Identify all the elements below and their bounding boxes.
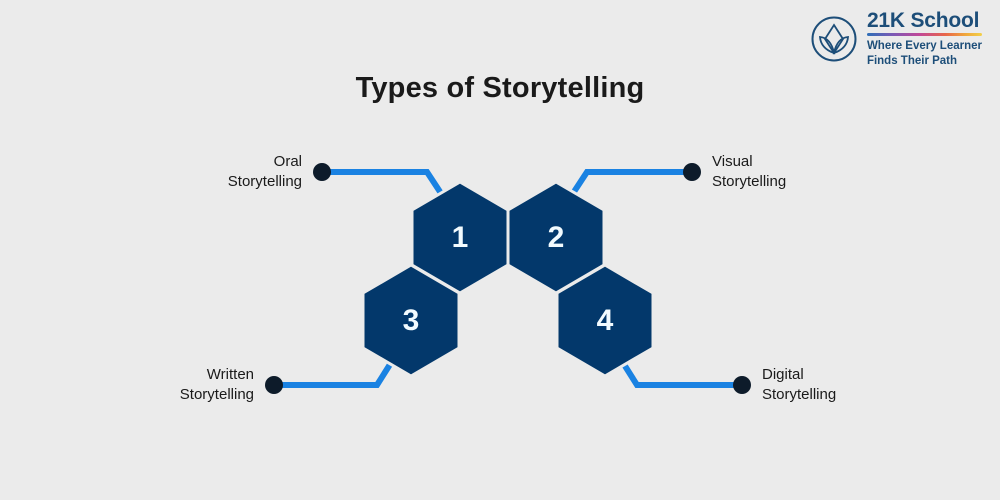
brand-text-block: 21K School Where Every Learner Finds The… bbox=[866, 9, 982, 68]
hexagon-node-3[interactable]: 3 bbox=[361, 263, 461, 378]
callout-line2-node-4: Storytelling bbox=[762, 386, 837, 404]
connector-dot-node-1 bbox=[313, 163, 331, 181]
connector-dot-node-3 bbox=[265, 376, 283, 394]
hexagon-number-2: 2 bbox=[548, 221, 565, 254]
callout-line1-node-4: Digital bbox=[762, 366, 804, 383]
lotus-circle-icon bbox=[811, 16, 857, 62]
callout-line1-node-2: Visual bbox=[712, 153, 753, 170]
brand-name: 21K School bbox=[866, 9, 980, 32]
hexagon-shape-3 bbox=[361, 263, 461, 378]
callout-line2-node-3: Storytelling bbox=[179, 386, 254, 404]
callout-label-node-2: Visual Storytelling bbox=[712, 152, 786, 193]
callout-line2-node-1: Storytelling bbox=[227, 173, 302, 191]
callout-line1-node-1: Oral bbox=[273, 153, 302, 170]
brand-tagline: Where Every Learner Finds Their Path bbox=[867, 39, 982, 68]
page-title: Types of Storytelling bbox=[355, 72, 645, 104]
hexagon-number-3: 3 bbox=[403, 304, 420, 337]
callout-label-node-1: Oral Storytelling bbox=[228, 152, 302, 193]
hexagon-number-1: 1 bbox=[452, 221, 469, 254]
brand-logo: 21K School Where Every Learner Finds The… bbox=[810, 10, 982, 68]
callout-label-node-4: Digital Storytelling bbox=[762, 365, 836, 406]
hexagon-node-4[interactable]: 4 bbox=[555, 263, 655, 378]
brand-tagline-line1: Where Every Learner bbox=[866, 40, 982, 52]
callout-line2-node-2: Storytelling bbox=[712, 173, 787, 191]
hexagon-number-4: 4 bbox=[597, 304, 614, 337]
hexagon-shape-4 bbox=[555, 263, 655, 378]
brand-gradient-rule bbox=[866, 33, 982, 36]
brand-tagline-line2: Finds Their Path bbox=[866, 54, 958, 67]
connector-dot-node-2 bbox=[683, 163, 701, 181]
connector-dot-node-4 bbox=[733, 376, 751, 394]
callout-line1-node-3: Written bbox=[206, 366, 254, 383]
callout-label-node-3: Written Storytelling bbox=[180, 365, 254, 406]
